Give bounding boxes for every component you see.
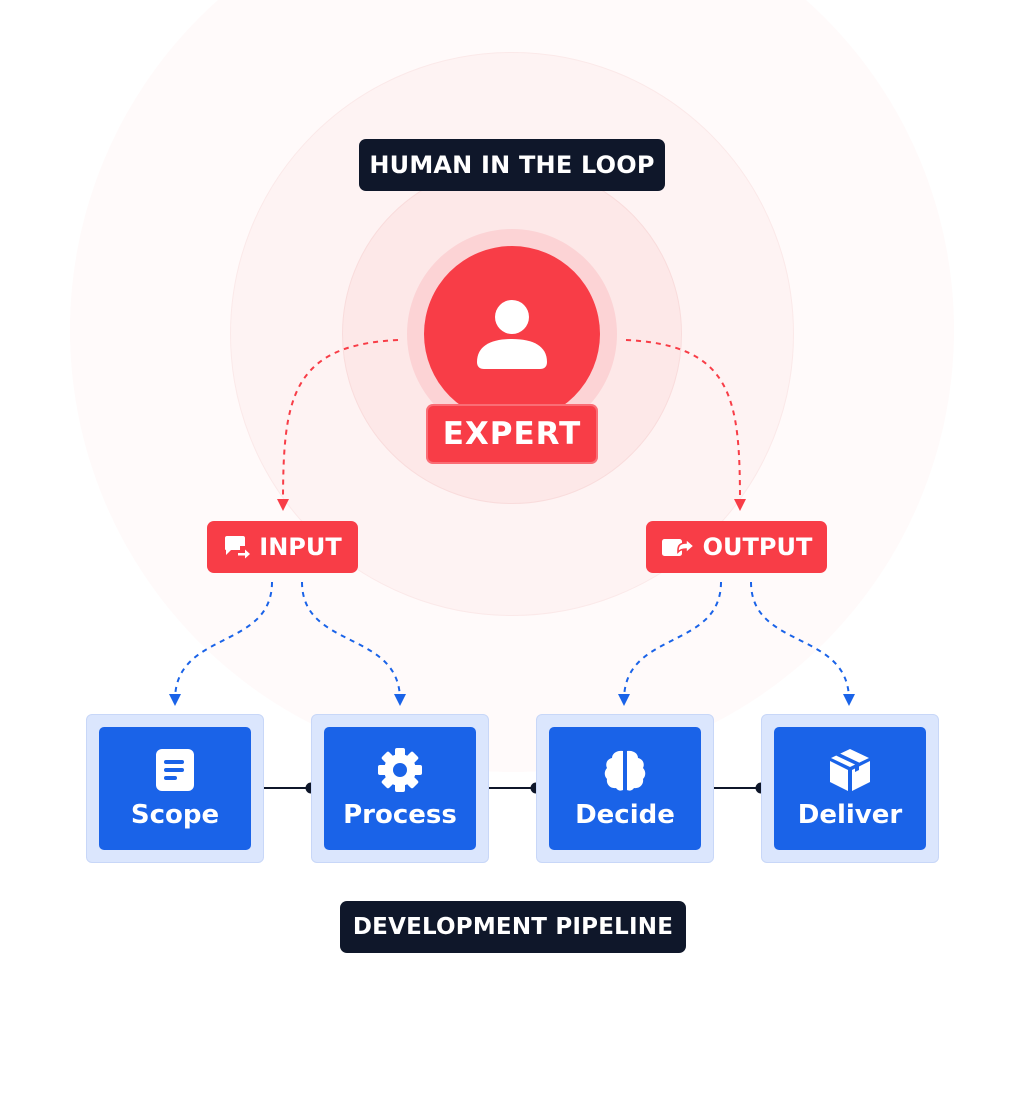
human-in-the-loop-label: HUMAN IN THE LOOP [359,139,665,191]
stage-process-tile: Process [324,727,476,850]
output-label: OUTPUT [702,533,813,561]
expert-to-output-arrow [625,339,746,511]
stage-deliver-tile: Deliver [774,727,926,850]
message-forward-icon [225,536,251,559]
input-label: INPUT [259,533,342,561]
input-to-process-arrow [301,581,406,706]
stage-scope: Scope [86,714,264,863]
brain-icon [604,750,646,791]
stage-deliver: Deliver [761,714,939,863]
gear-icon [378,748,422,792]
output-pill: OUTPUT [646,521,827,573]
input-to-scope-arrow [169,581,273,706]
stage-decide-label: Decide [575,800,675,830]
stage-decide-tile: Decide [549,727,701,850]
package-icon [830,749,870,791]
person-icon [477,300,547,369]
document-icon [156,749,194,791]
stage-deliver-label: Deliver [797,800,903,830]
input-pill: INPUT [207,521,358,573]
expert-badge: EXPERT [426,404,598,464]
stage-process: Process [311,714,489,863]
stage-decide: Decide [536,714,714,863]
output-to-decide-arrow [618,581,722,706]
box-forward-icon [661,537,695,556]
stage-scope-tile: Scope [99,727,251,850]
stage-process-label: Process [343,800,457,830]
stage-scope-label: Scope [130,800,220,830]
development-pipeline-label: DEVELOPMENT PIPELINE [340,901,686,953]
output-to-deliver-arrow [750,581,855,706]
expert-to-input-arrow [277,339,399,511]
